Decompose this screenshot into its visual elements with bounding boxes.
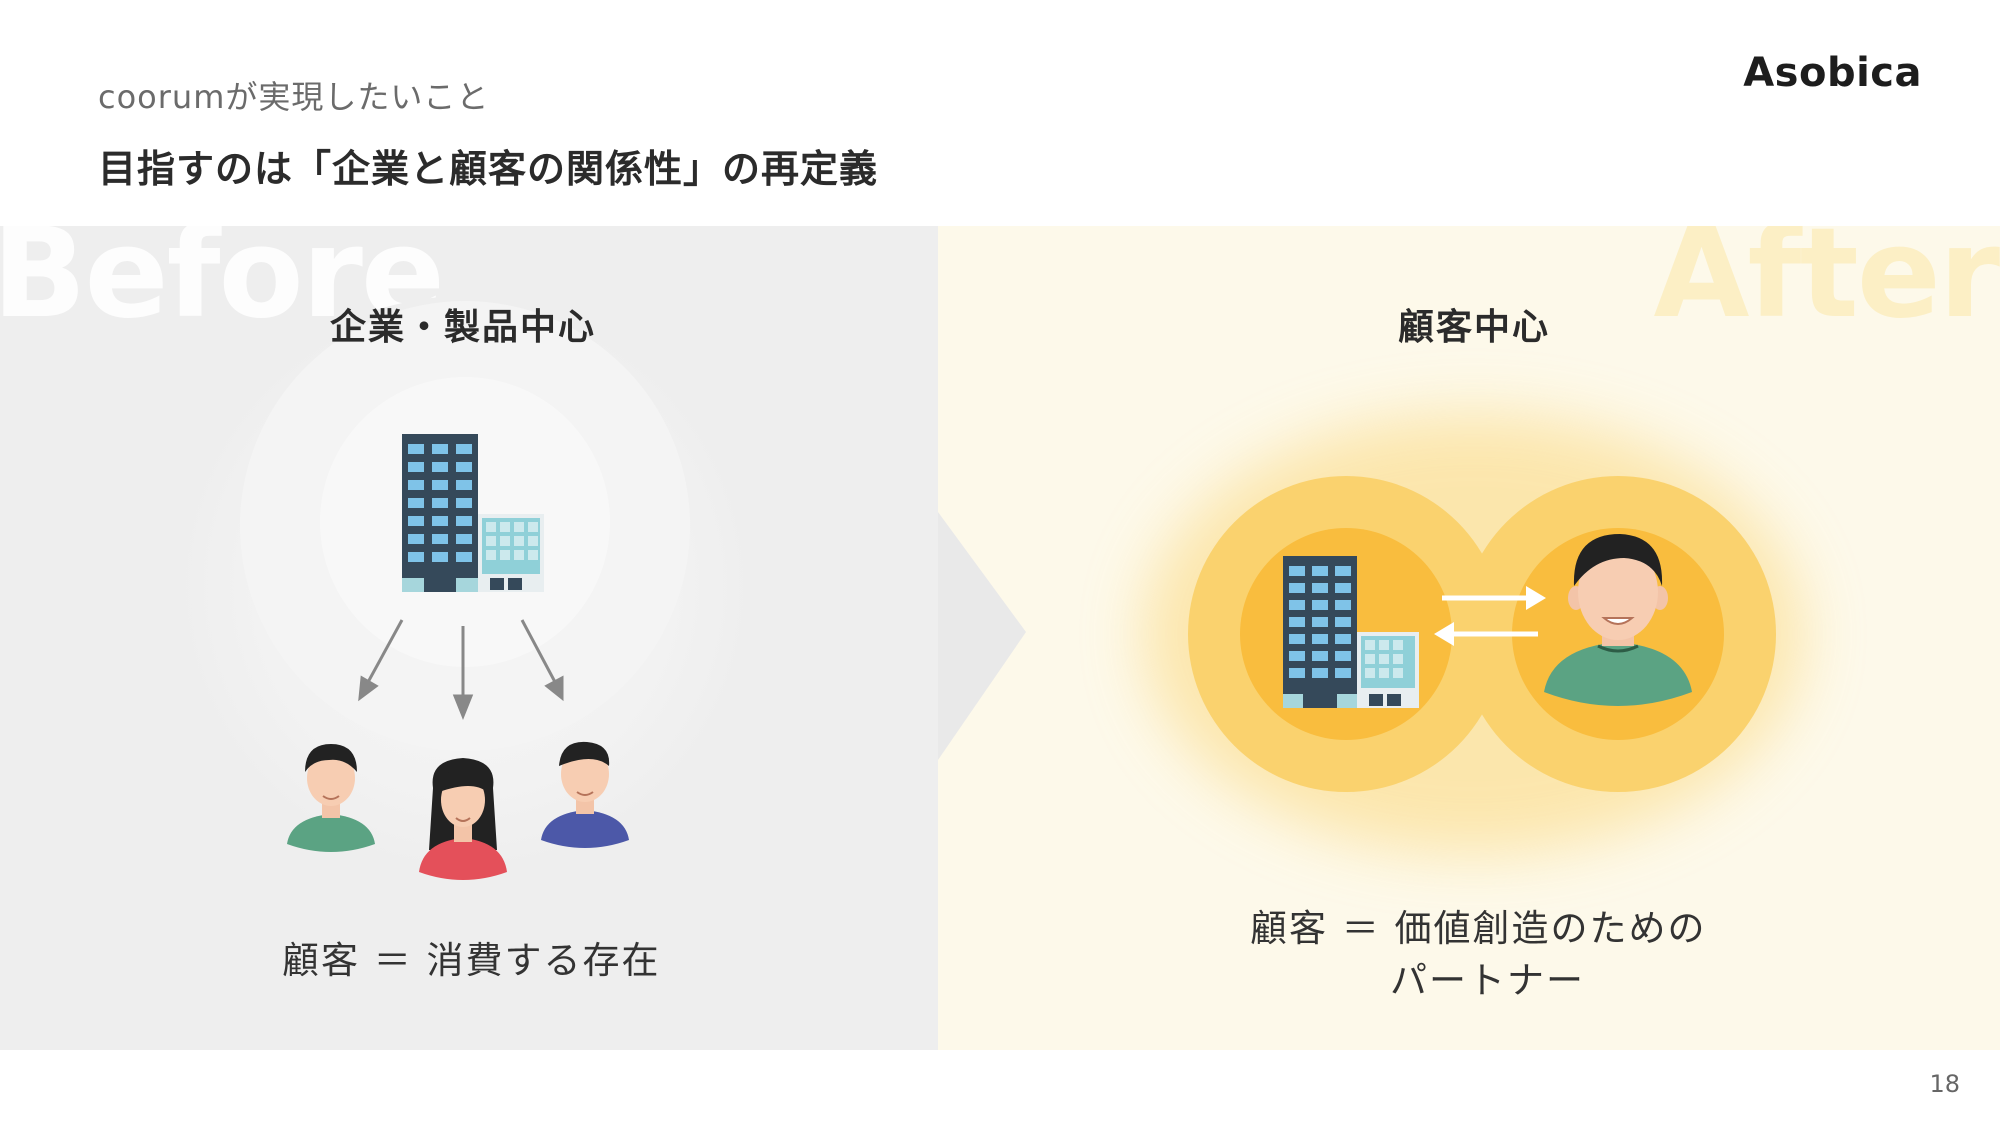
- page-number: 18: [1929, 1070, 1960, 1098]
- before-heading: 企業・製品中心: [330, 298, 596, 350]
- page-title: 目指すのは「企業と顧客の関係性」の再定義: [98, 138, 878, 193]
- before-caption: 顧客 ＝ 消費する存在: [282, 934, 661, 988]
- asobica-logo: Asobica: [1743, 50, 1922, 96]
- after-caption-line1: 顧客 ＝ 価値創造のための: [1250, 902, 1707, 956]
- transition-arrow: [938, 226, 1058, 1050]
- after-panel: After: [938, 226, 2000, 1050]
- after-heading: 顧客中心: [1398, 298, 1550, 350]
- before-panel: Before: [0, 226, 938, 1050]
- page-subtitle: coorumが実現したいこと: [98, 72, 489, 118]
- after-caption-line2: パートナー: [1390, 954, 1585, 1008]
